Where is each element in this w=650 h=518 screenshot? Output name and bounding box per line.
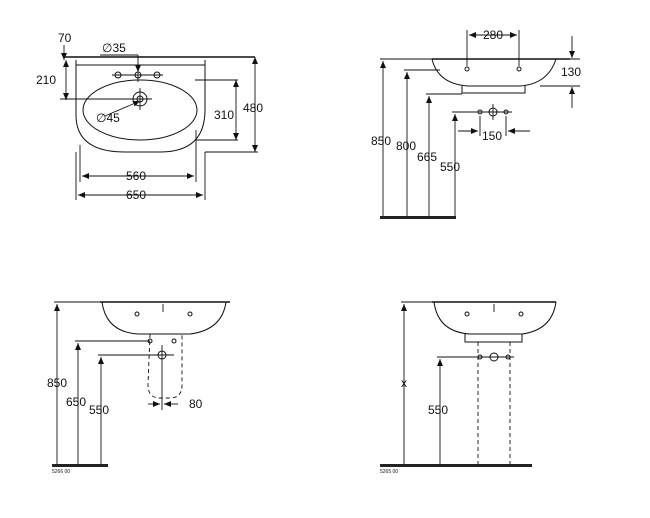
top-view: 70 ∅35 210 ∅45 310 480 560 650 [36, 31, 263, 202]
dim-top-310: 310 [214, 108, 234, 122]
half-pedestal-view: 80 850 650 550 5266 00 [47, 301, 230, 475]
top-bowl-outline [82, 79, 198, 141]
full-ref-code: 5265 00 [380, 469, 398, 475]
half-ref-code: 5266 00 [52, 469, 70, 475]
side-tap-right [516, 66, 522, 72]
dim-side-150: 150 [482, 129, 502, 143]
dim-top-d35: ∅35 [102, 41, 126, 55]
dim-full-x: x [401, 376, 407, 390]
dim-top-560: 560 [126, 169, 146, 183]
dim-full-550: 550 [428, 403, 448, 417]
dim-half-80: 80 [189, 397, 203, 411]
dim-half-550: 550 [89, 403, 109, 417]
dim-side-280: 280 [483, 28, 503, 42]
dim-top-70: 70 [58, 31, 72, 45]
full-basin-body [433, 301, 557, 335]
side-view: 280 130 150 850 800 665 550 [371, 28, 581, 219]
half-floor [52, 464, 108, 467]
dim-side-850: 850 [371, 134, 391, 148]
full-floor [380, 464, 532, 467]
side-tap-left [464, 66, 470, 72]
dim-top-210: 210 [36, 73, 56, 87]
side-basin-body [431, 58, 557, 87]
half-basin-body [101, 301, 227, 335]
dim-top-650: 650 [126, 188, 146, 202]
dim-half-850: 850 [47, 376, 67, 390]
dim-top-d45: ∅45 [96, 111, 120, 125]
dim-side-550: 550 [440, 160, 460, 174]
half-pedestal-outline [147, 333, 183, 399]
top-basin-outline [75, 60, 206, 153]
dim-side-665: 665 [417, 150, 437, 164]
dim-top-480: 480 [243, 101, 263, 115]
side-floor [380, 216, 456, 219]
full-pedestal-outline [477, 342, 511, 464]
dim-side-800: 800 [396, 139, 416, 153]
full-pedestal-view: x 550 5265 00 [380, 301, 557, 475]
dim-half-650: 650 [66, 395, 86, 409]
dim-side-130: 130 [561, 65, 581, 79]
